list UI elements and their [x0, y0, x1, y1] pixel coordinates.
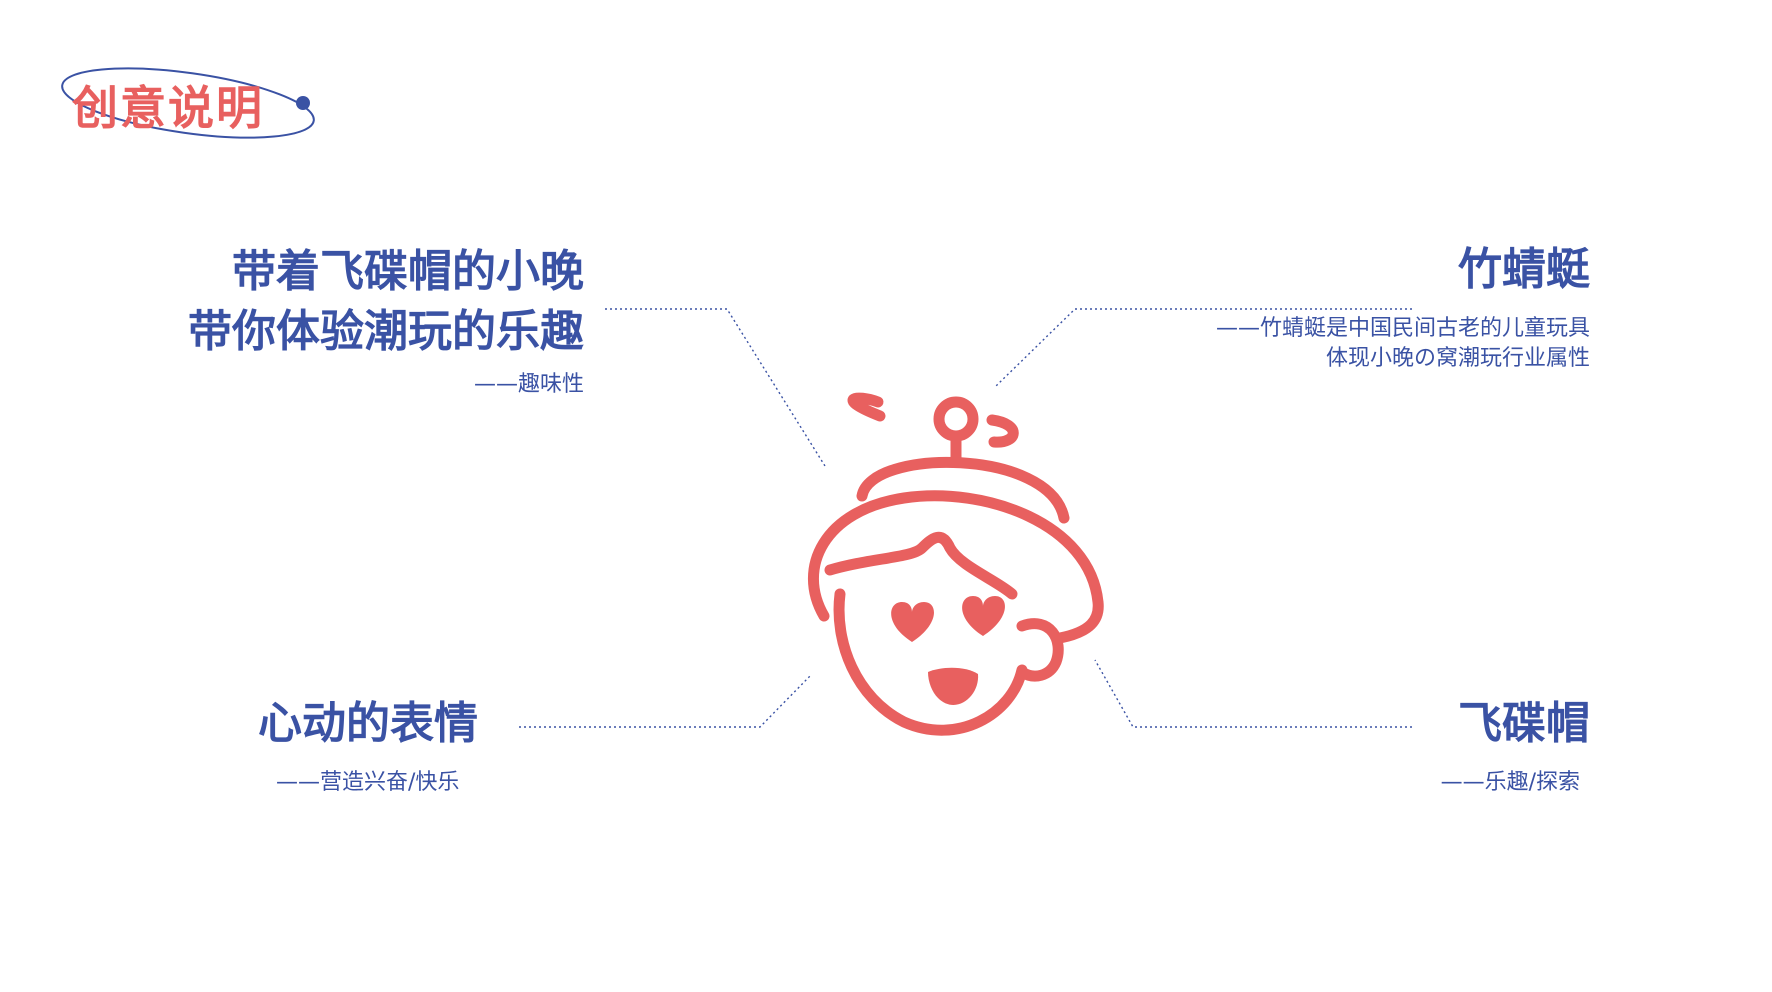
top-right-sub1: ——竹蜻蜓是中国民间古老的儿童玩具 — [1215, 316, 1590, 341]
title-orbit-decoration — [61, 67, 315, 139]
connector-top-right — [995, 308, 1412, 387]
point-bottom-left: 心动的表情 ——营造兴奋/快乐 — [258, 694, 478, 798]
bottom-left-sub: ——营造兴奋/快乐 — [276, 770, 460, 795]
top-right-title: 竹蜻蜓 — [1458, 244, 1590, 295]
connector-top-left — [605, 308, 826, 467]
connector-bottom-right — [1094, 659, 1412, 728]
propeller-right-blade — [986, 414, 1019, 448]
point-bottom-right: 飞碟帽 ——乐趣/探索 — [1441, 694, 1590, 798]
page-title: 创意说明 — [72, 81, 264, 135]
mascot-logo — [807, 392, 1104, 736]
point-top-right: 竹蜻蜓 ——竹蜻蜓是中国民间古老的儿童玩具 体现小晚の窝潮玩行业属性 — [1216, 240, 1590, 374]
point-top-left: 带着飞碟帽的小晚 带你体验潮玩的乐趣 ——趣味性 — [188, 242, 584, 400]
mouth — [928, 667, 979, 705]
bottom-right-title: 飞碟帽 — [1458, 698, 1590, 749]
connector-bottom-left — [519, 674, 812, 728]
top-left-sub: ——趣味性 — [473, 372, 584, 397]
heart-eye-right-icon — [962, 596, 1005, 636]
hat-crown — [856, 456, 1070, 524]
hair-fringe — [824, 531, 1018, 600]
top-left-line1: 带着飞碟帽的小晚 — [232, 246, 584, 297]
face-outline — [833, 588, 1028, 736]
hat-brim — [807, 490, 1104, 644]
top-right-sub2: 体现小晚の窝潮玩行业属性 — [1325, 346, 1590, 371]
bottom-right-sub: ——乐趣/探索 — [1440, 770, 1580, 795]
bottom-left-title: 心动的表情 — [258, 698, 478, 749]
top-left-line2: 带你体验潮玩的乐趣 — [188, 306, 584, 357]
ear — [1016, 618, 1064, 682]
propeller-left-blade — [847, 392, 886, 422]
heart-eye-left-icon — [891, 602, 934, 642]
